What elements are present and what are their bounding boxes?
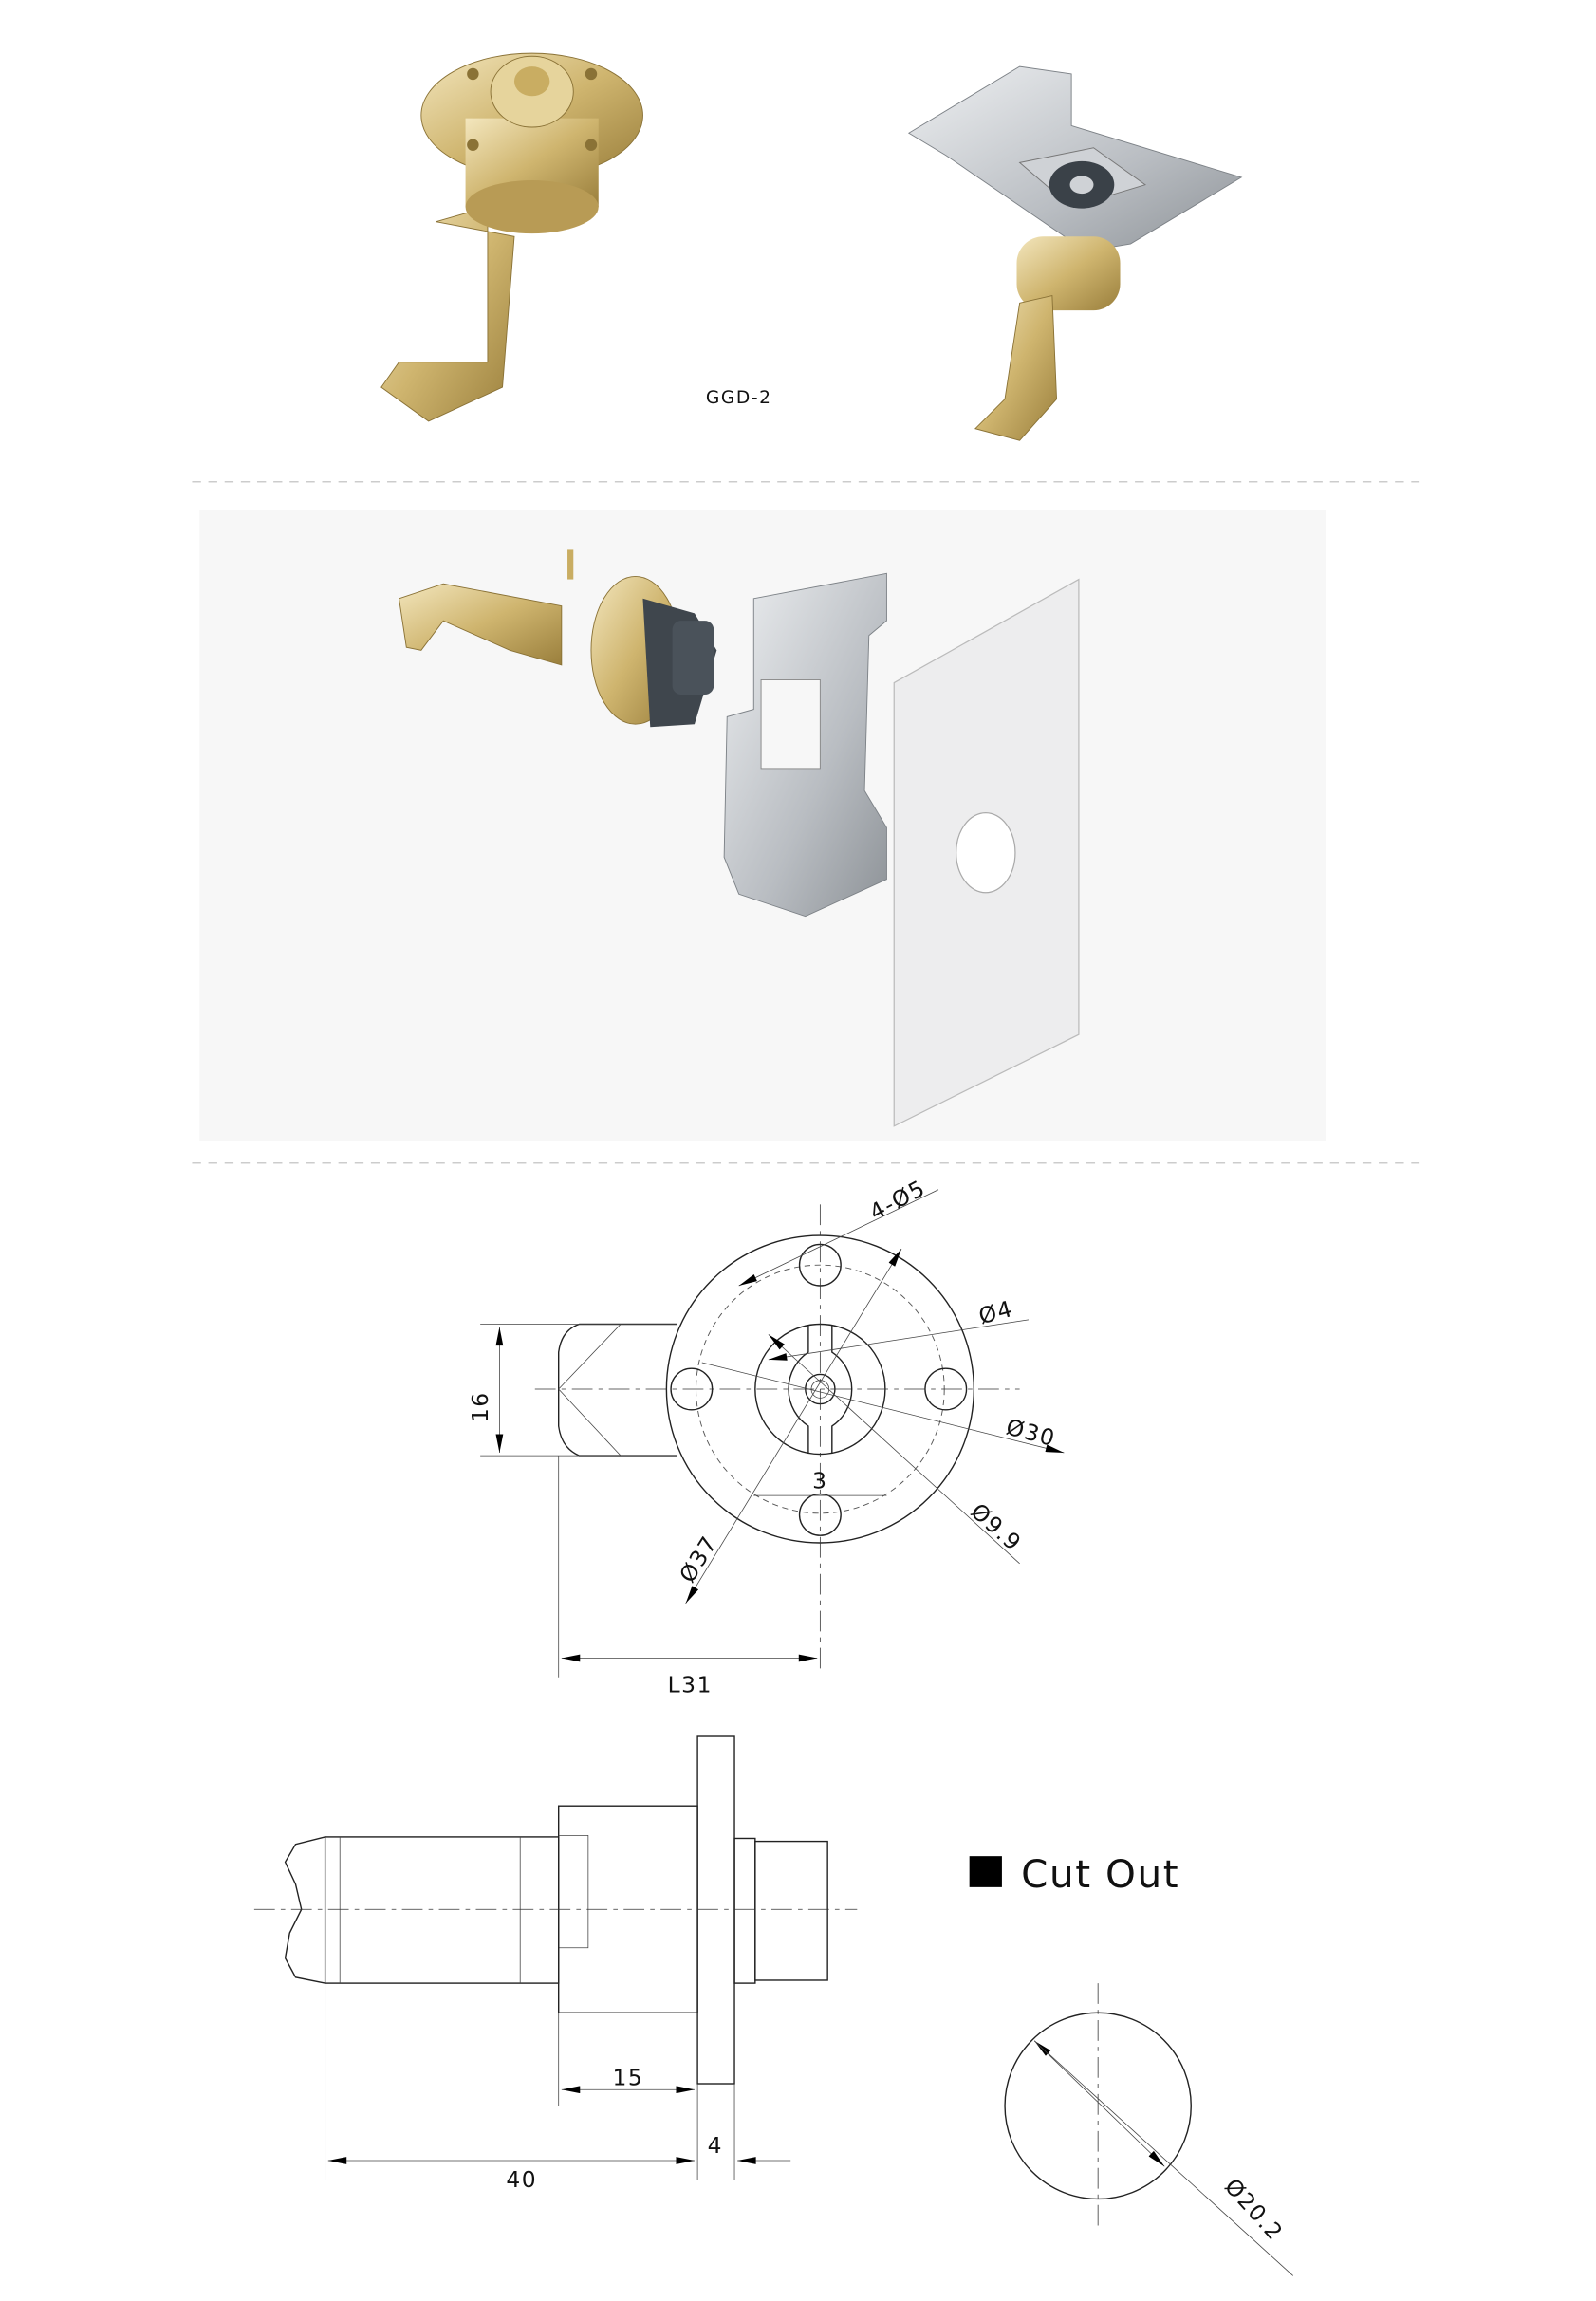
dim-4-holes: 4-Ø5: [865, 1175, 931, 1226]
cutout-title: Cut Out: [1021, 1851, 1179, 1897]
dim-d37: Ø37: [674, 1531, 723, 1587]
model-label: GGD-2: [706, 388, 772, 408]
dim-l31: L31: [668, 1671, 713, 1698]
dim-3: 3: [812, 1467, 827, 1494]
dim-16: 16: [467, 1391, 493, 1422]
dim-d20-2: Ø20.2: [1219, 2173, 1289, 2246]
dim-15: 15: [612, 2065, 643, 2091]
dim-d4: Ø4: [975, 1295, 1015, 1329]
lock-photo-with-bracket: [907, 65, 1243, 441]
front-view-drawing: 16 L31 4-Ø5 Ø4 Ø30 Ø9.9 Ø37 3: [467, 1175, 1065, 1698]
lock-photo-standalone: [380, 52, 643, 422]
cutout-drawing: Ø20.2: [978, 1983, 1293, 2276]
dim-d30: Ø30: [1003, 1413, 1058, 1452]
dim-40: 40: [506, 2166, 537, 2193]
dim-4: 4: [708, 2132, 723, 2159]
dim-d9-9: Ø9.9: [966, 1497, 1028, 1556]
exploded-view-photo: [398, 549, 1080, 1127]
cutout-bullet-icon: [969, 1856, 1002, 1887]
side-view-drawing: 15 40 4: [253, 1735, 858, 2193]
